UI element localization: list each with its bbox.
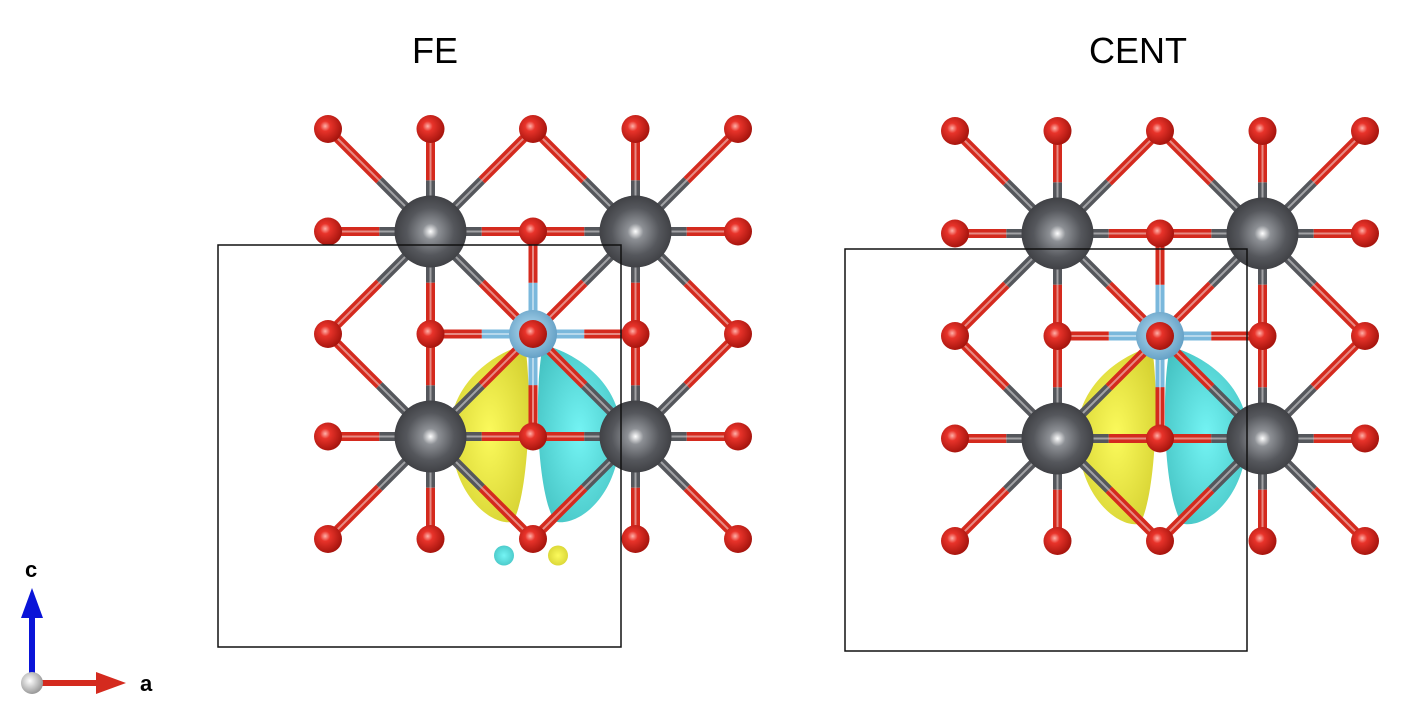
oxygen-atom <box>621 320 650 348</box>
oxygen-atom <box>1351 424 1379 453</box>
oxygen-atom <box>1043 322 1072 350</box>
a-axis-arrowhead <box>96 672 126 694</box>
oxygen-atom <box>1248 322 1277 350</box>
isosurface-negative-blob <box>494 545 514 566</box>
oxygen-atom <box>1043 527 1072 555</box>
unit-cell-box <box>217 244 622 648</box>
oxygen-atom <box>416 525 445 553</box>
oxygen-atom <box>519 525 547 553</box>
oxygen-atom <box>1146 424 1174 453</box>
oxygen-atom <box>314 115 342 143</box>
oxygen-atom <box>314 422 342 451</box>
metal-atom <box>1021 402 1094 475</box>
oxygen-atom <box>1146 527 1174 555</box>
oxygen-atom <box>1146 117 1174 145</box>
oxygen-atom <box>416 115 445 143</box>
axis-origin-sphere <box>21 672 43 694</box>
oxygen-atom <box>724 217 752 246</box>
oxygen-atom <box>1351 527 1379 555</box>
metal-atom <box>394 195 467 268</box>
oxygen-atom <box>1146 219 1174 248</box>
oxygen-atom <box>314 525 342 553</box>
oxygen-atom <box>621 115 650 143</box>
axis-indicator <box>21 588 126 694</box>
panel-title-cent: CENT <box>1089 30 1187 71</box>
isosurface-positive-blob <box>548 545 568 566</box>
oxygen-atom <box>724 422 752 451</box>
oxygen-atom <box>941 219 969 248</box>
oxygen-atom <box>519 115 547 143</box>
metal-atom <box>1021 197 1094 270</box>
c-axis-arrowhead <box>21 588 43 618</box>
oxygen-atom <box>724 320 752 348</box>
oxygen-atom <box>1351 322 1379 350</box>
oxygen-atom <box>724 525 752 553</box>
oxygen-atom <box>519 320 547 348</box>
a-axis-label: a <box>140 671 153 696</box>
oxygen-atom <box>314 217 342 246</box>
metal-atom <box>1226 197 1299 270</box>
metal-atom <box>394 400 467 473</box>
oxygen-atom <box>1248 527 1277 555</box>
structure-panel-cent <box>844 117 1379 652</box>
oxygen-atom <box>1351 219 1379 248</box>
metal-atom <box>599 400 672 473</box>
oxygen-atom <box>724 115 752 143</box>
oxygen-atom <box>416 320 445 348</box>
panel-title-fe: FE <box>411 30 459 71</box>
oxygen-atom <box>1248 117 1277 145</box>
oxygen-atom <box>941 424 969 453</box>
oxygen-atom <box>621 525 650 553</box>
oxygen-atom <box>941 527 969 555</box>
structure-panel-fe <box>217 115 752 648</box>
oxygen-atom <box>1043 117 1072 145</box>
oxygen-atom <box>941 117 969 145</box>
oxygen-atom <box>314 320 342 348</box>
unit-cell-box <box>844 248 1248 652</box>
metal-atom <box>599 195 672 268</box>
oxygen-atom <box>1146 322 1174 350</box>
oxygen-atom <box>1351 117 1379 145</box>
metal-atom <box>1226 402 1299 475</box>
oxygen-atom <box>519 422 547 451</box>
oxygen-atom <box>941 322 969 350</box>
oxygen-atom <box>519 217 547 246</box>
c-axis-label: c <box>25 557 38 582</box>
